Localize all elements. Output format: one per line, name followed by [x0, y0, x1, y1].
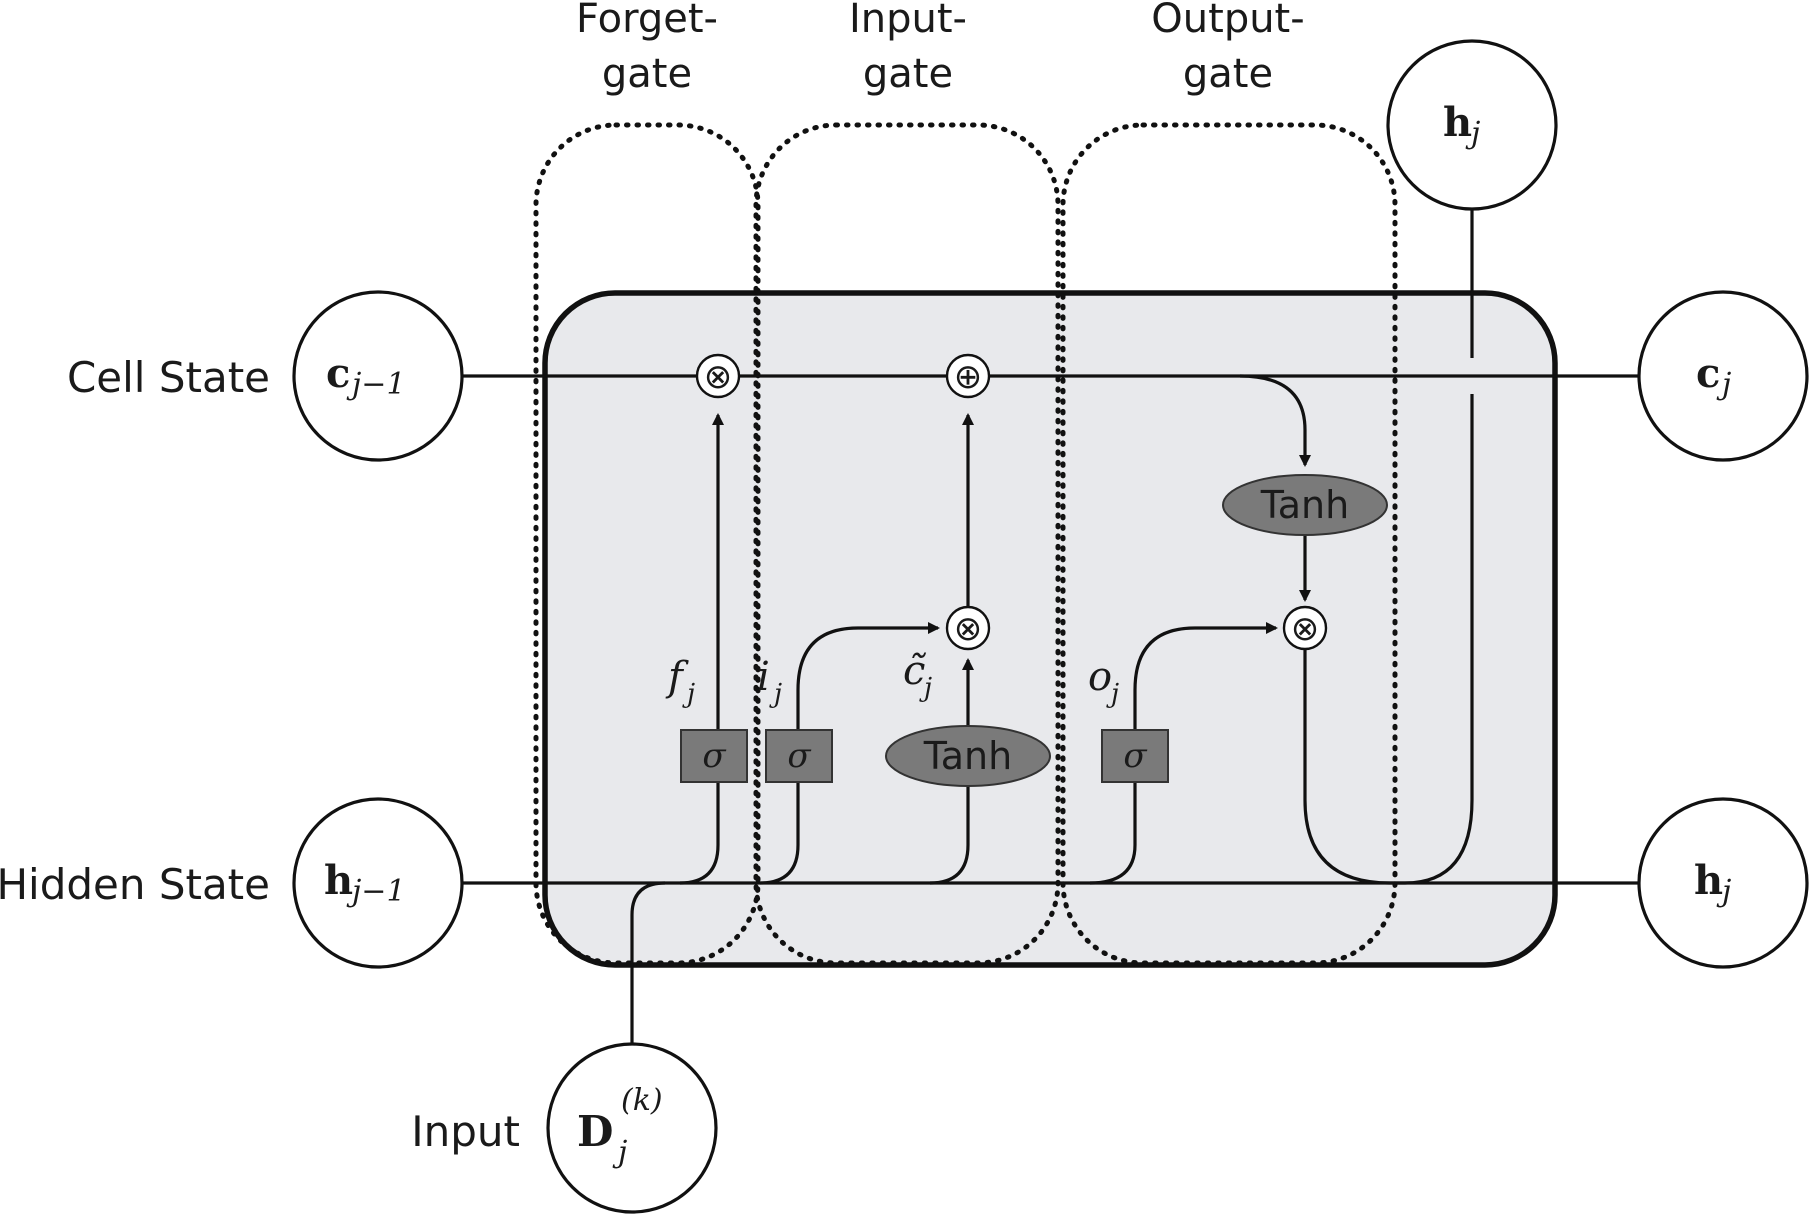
- h-top-node: h j: [1386, 39, 1558, 211]
- svg-text:σ: σ: [1123, 736, 1147, 776]
- svg-text:Tanh: Tanh: [1260, 483, 1349, 527]
- output-tanh-block: Tanh: [1222, 474, 1388, 536]
- input-gate-region: [753, 122, 1061, 966]
- svg-text:gate: gate: [863, 51, 953, 97]
- svg-text:j−1: j−1: [346, 874, 406, 909]
- output-gate-path: [1089, 622, 1278, 885]
- c-next-node: c j: [1637, 290, 1809, 462]
- svg-text:D: D: [577, 1107, 613, 1156]
- input-node: D (k) j: [546, 1042, 718, 1214]
- candidate-path: [929, 658, 974, 885]
- svg-text:⊕: ⊕: [954, 357, 983, 397]
- svg-text:c: c: [326, 350, 350, 397]
- forget-gate-path: [679, 413, 724, 885]
- cell-to-tanh-arrow: [1239, 374, 1311, 467]
- input-gate-path: [759, 622, 940, 885]
- input-multiply-op: ⊗: [945, 605, 991, 651]
- h-prev-node: h j−1: [292, 797, 464, 969]
- svg-text:gate: gate: [1183, 51, 1273, 97]
- svg-text:gate: gate: [602, 51, 692, 97]
- cell-add-op: ⊕: [945, 353, 991, 399]
- output-product-path: [1303, 394, 1474, 885]
- input-line: [630, 881, 666, 1050]
- c-prev-node: c j−1: [292, 290, 464, 462]
- svg-text:c̃: c̃: [903, 648, 926, 694]
- svg-text:j−1: j−1: [346, 367, 406, 402]
- svg-text:Tanh: Tanh: [923, 734, 1012, 778]
- h-next-node: h j: [1637, 797, 1809, 969]
- forget-gate-label: Forget- gate: [576, 0, 718, 97]
- svg-text:h: h: [1443, 99, 1472, 146]
- output-gate-region: [1060, 122, 1398, 966]
- svg-text:Input-: Input-: [849, 0, 967, 42]
- svg-text:σ: σ: [702, 736, 726, 776]
- input-sigma-block: σ: [765, 729, 833, 783]
- input-label: Input: [411, 1107, 520, 1156]
- output-gate-label: Output- gate: [1151, 0, 1304, 97]
- svg-text:(k): (k): [621, 1083, 663, 1118]
- svg-text:h: h: [324, 857, 353, 904]
- svg-text:h: h: [1694, 857, 1723, 904]
- lstm-cell-box: [542, 290, 1558, 968]
- forget-sigma-block: σ: [680, 729, 748, 783]
- output-sigma-block: σ: [1101, 729, 1169, 783]
- candidate-tanh-block: Tanh: [885, 725, 1051, 787]
- svg-text:⊗: ⊗: [704, 357, 733, 397]
- svg-text:i: i: [757, 654, 770, 700]
- forget-gate-region: [533, 122, 761, 966]
- svg-text:Output-: Output-: [1151, 0, 1304, 42]
- hidden-state-label: Hidden State: [0, 860, 270, 909]
- svg-text:⊗: ⊗: [1291, 609, 1320, 649]
- output-multiply-op: ⊗: [1282, 605, 1328, 651]
- cell-state-label: Cell State: [67, 353, 270, 402]
- svg-text:o: o: [1088, 654, 1112, 700]
- svg-text:c: c: [1696, 350, 1720, 397]
- input-gate-label: Input- gate: [849, 0, 967, 97]
- svg-text:⊗: ⊗: [954, 609, 983, 649]
- svg-text:σ: σ: [787, 736, 811, 776]
- forget-multiply-op: ⊗: [695, 353, 741, 399]
- svg-text:Forget-: Forget-: [576, 0, 718, 42]
